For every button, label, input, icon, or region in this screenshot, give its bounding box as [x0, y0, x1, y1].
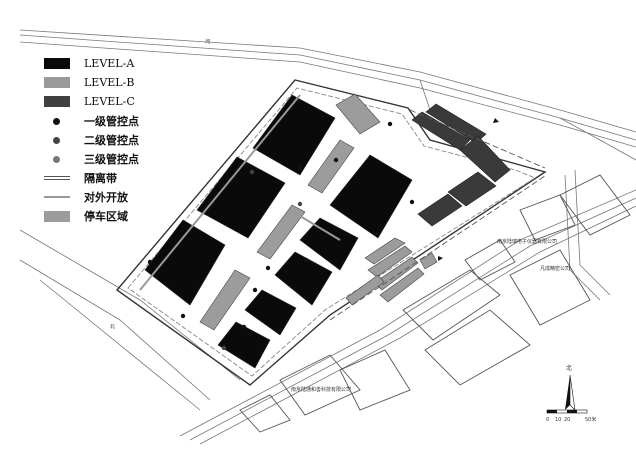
label-company-east: 凡成精密公司: [540, 265, 570, 272]
primary-point-dot-icon: [53, 117, 60, 125]
parking-areas: [199, 93, 438, 331]
legend-item-open-route: 对外开放: [44, 189, 128, 205]
label-road-north: 河: [205, 38, 210, 45]
label-company-south: 南京陆通和善科技有限公司: [291, 386, 351, 393]
legend-item-secondary-point: 二级管控点: [44, 132, 139, 148]
label-road-west: 北: [110, 323, 115, 330]
legend-label: 隔离带: [84, 172, 117, 185]
legend-label: 停车区域: [84, 210, 128, 223]
compass-north-label: 北: [566, 364, 572, 372]
tertiary-point-dot-icon: [53, 155, 60, 163]
level-a-swatch: [44, 57, 70, 69]
entry-arrows: [438, 118, 499, 261]
neighbour-plots: [239, 174, 631, 433]
level-a-buildings: [144, 94, 413, 369]
legend-label: 对外开放: [84, 191, 128, 204]
label-company-north: 南京陆瑞电子仪器有限公司: [497, 238, 557, 245]
secondary-point-dot-icon: [53, 136, 60, 144]
legend-item-primary-point: 一级管控点: [44, 113, 139, 129]
legend-label: 三级管控点: [84, 153, 139, 166]
legend-item-parking: 停车区域: [44, 208, 128, 224]
scale-tick-0: 0: [546, 417, 549, 423]
legend-item-level-b: LEVEL-B: [44, 74, 134, 90]
legend-item-level-c: LEVEL-C: [44, 93, 135, 109]
parking-swatch: [44, 210, 70, 222]
scale-tick-3: 50米: [585, 416, 596, 423]
site-boundary: [115, 79, 547, 386]
scale-bar: 0 10 20 50米: [546, 409, 596, 423]
isolation-line-swatch: [44, 176, 70, 180]
legend-label: 二级管控点: [84, 134, 139, 147]
compass: 北: [565, 364, 576, 411]
map-text: 南京陆瑞电子仪器有限公司 凡成精密公司 南京陆通和善科技有限公司 北 河: [110, 38, 570, 393]
isolation-and-open-routes: [139, 94, 546, 321]
open-route-line-swatch: [44, 196, 70, 198]
level-c-swatch: [44, 95, 70, 107]
legend-label: 一级管控点: [84, 115, 139, 128]
legend-label: LEVEL-C: [84, 94, 135, 108]
road-network: [19, 29, 636, 445]
legend-label: LEVEL-A: [84, 56, 135, 70]
level-b-swatch: [44, 76, 70, 88]
scale-tick-1: 10: [555, 417, 561, 423]
legend-item-isolation: 隔离带: [44, 170, 117, 186]
level-c-buildings: [411, 103, 511, 227]
control-points: [147, 121, 415, 351]
legend-label: LEVEL-B: [84, 75, 135, 89]
legend-item-tertiary-point: 三级管控点: [44, 151, 139, 167]
scale-tick-2: 20: [564, 417, 570, 423]
legend-item-level-a: LEVEL-A: [44, 55, 134, 71]
